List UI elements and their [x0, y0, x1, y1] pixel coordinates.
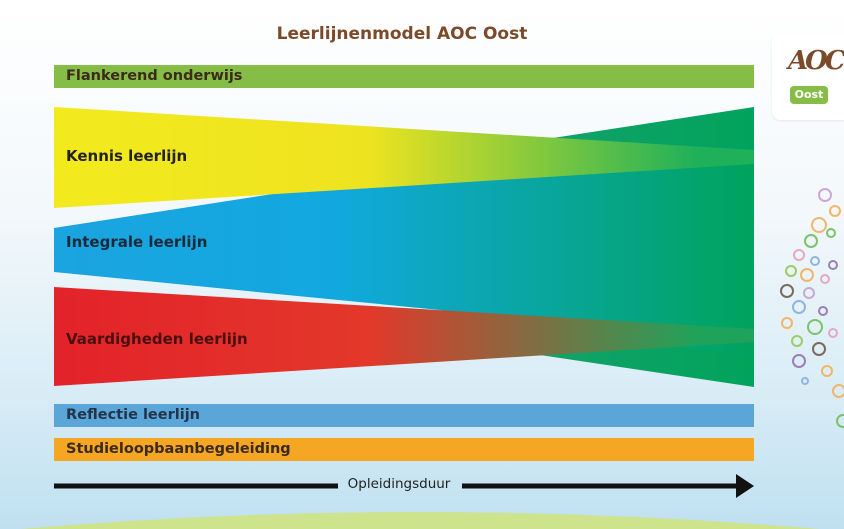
label-integrale: Integrale leerlijn [66, 233, 208, 251]
kennis-flow [54, 107, 754, 208]
vaardigheden-flow [54, 287, 754, 386]
arrow-label: Opleidingsduur [347, 476, 451, 492]
bar-studieloopbaan: Studieloopbaanbegeleiding [54, 438, 754, 461]
bar-studieloopbaan-label: Studieloopbaanbegeleiding [66, 441, 291, 457]
decorative-circles [780, 188, 844, 428]
bar-flankerend: Flankerend onderwijs [54, 65, 754, 88]
arrow-head [736, 474, 754, 498]
logo-sub-text: Oost [790, 86, 828, 104]
bar-reflectie-label: Reflectie leerlijn [66, 407, 200, 423]
logo-main-text: AOC [788, 46, 844, 76]
label-kennis: Kennis leerlijn [66, 147, 188, 165]
bar-reflectie: Reflectie leerlijn [54, 404, 754, 427]
integrale-flow [54, 140, 754, 358]
aoc-oost-logo: AOC Oost [772, 34, 844, 120]
bar-flankerend-label: Flankerend onderwijs [66, 68, 243, 84]
label-vaardigheden: Vaardigheden leerlijn [66, 330, 248, 348]
page-title: Leerlijnenmodel AOC Oost [276, 24, 528, 44]
